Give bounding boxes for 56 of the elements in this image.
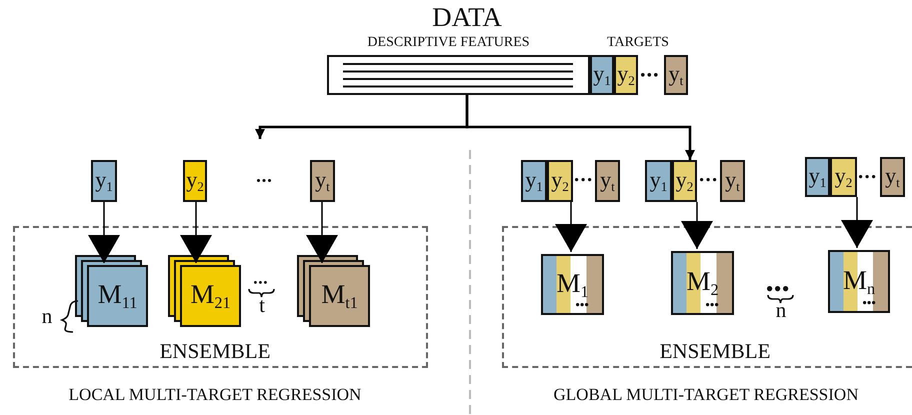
arrow (180, 202, 212, 263)
model-card (87, 265, 148, 327)
target-cell (805, 157, 830, 197)
model-label: M$_{t1}$ (321, 279, 358, 313)
target-cell (595, 160, 620, 202)
target-cell (521, 160, 547, 202)
target-label: y$_{t}$ (315, 167, 330, 195)
target-cell (614, 55, 638, 95)
model-card (309, 265, 370, 327)
arrow (88, 202, 120, 263)
target-label: y$_{t}$ (668, 61, 684, 89)
model-label: M$_{11}$ (98, 279, 138, 313)
target-cell (91, 160, 117, 202)
target-cell (547, 160, 573, 202)
column-heading: DESCRIPTIVE FEATURES (366, 36, 531, 50)
target-label: y$_{2}$ (551, 167, 569, 195)
count-label: n (774, 300, 788, 321)
target-label: y$_{2}$ (617, 61, 635, 89)
arrow (681, 202, 713, 249)
target-label: y$_{2}$ (834, 163, 852, 191)
target-label: y$_{1}$ (593, 61, 611, 89)
target-label: y$_{1}$ (808, 163, 826, 191)
target-cell (880, 157, 905, 197)
column-heading: TARGETS (606, 36, 670, 50)
model-label: M$_{21}$ (190, 279, 231, 313)
arrow (466, 95, 695, 160)
target-label: y$_{1}$ (95, 167, 113, 195)
data-table-box (327, 55, 590, 95)
target-label: y$_{t}$ (725, 167, 740, 195)
arrow (841, 197, 873, 248)
diagram-title: DATA (431, 2, 503, 33)
target-cell (310, 160, 335, 202)
ensemble-label: ENSEMBLE (658, 339, 772, 364)
ensemble-frame (13, 226, 428, 368)
count-label: n (40, 306, 54, 327)
target-cell (720, 160, 745, 202)
target-cell (830, 157, 857, 197)
target-cell (645, 160, 672, 202)
arrow (306, 202, 338, 263)
target-cell (183, 160, 207, 202)
target-label: y$_{1}$ (525, 167, 543, 195)
target-cell (590, 55, 614, 95)
section-caption: GLOBAL MULTI-TARGET REGRESSION (552, 386, 860, 403)
target-label: y$_{t}$ (600, 167, 615, 195)
target-label: y$_{2}$ (186, 167, 204, 195)
target-label: y$_{1}$ (650, 167, 668, 195)
target-label: y$_{t}$ (885, 163, 900, 191)
count-label: t (258, 295, 266, 316)
ensemble-label: ENSEMBLE (158, 339, 272, 364)
arrow (555, 202, 587, 252)
target-cell (664, 55, 688, 95)
ensemble-frame (502, 226, 912, 368)
model-card (180, 265, 241, 327)
section-caption: LOCAL MULTI-TARGET REGRESSION (68, 386, 362, 403)
target-cell (672, 160, 697, 202)
target-label: y$_{2}$ (676, 167, 694, 195)
